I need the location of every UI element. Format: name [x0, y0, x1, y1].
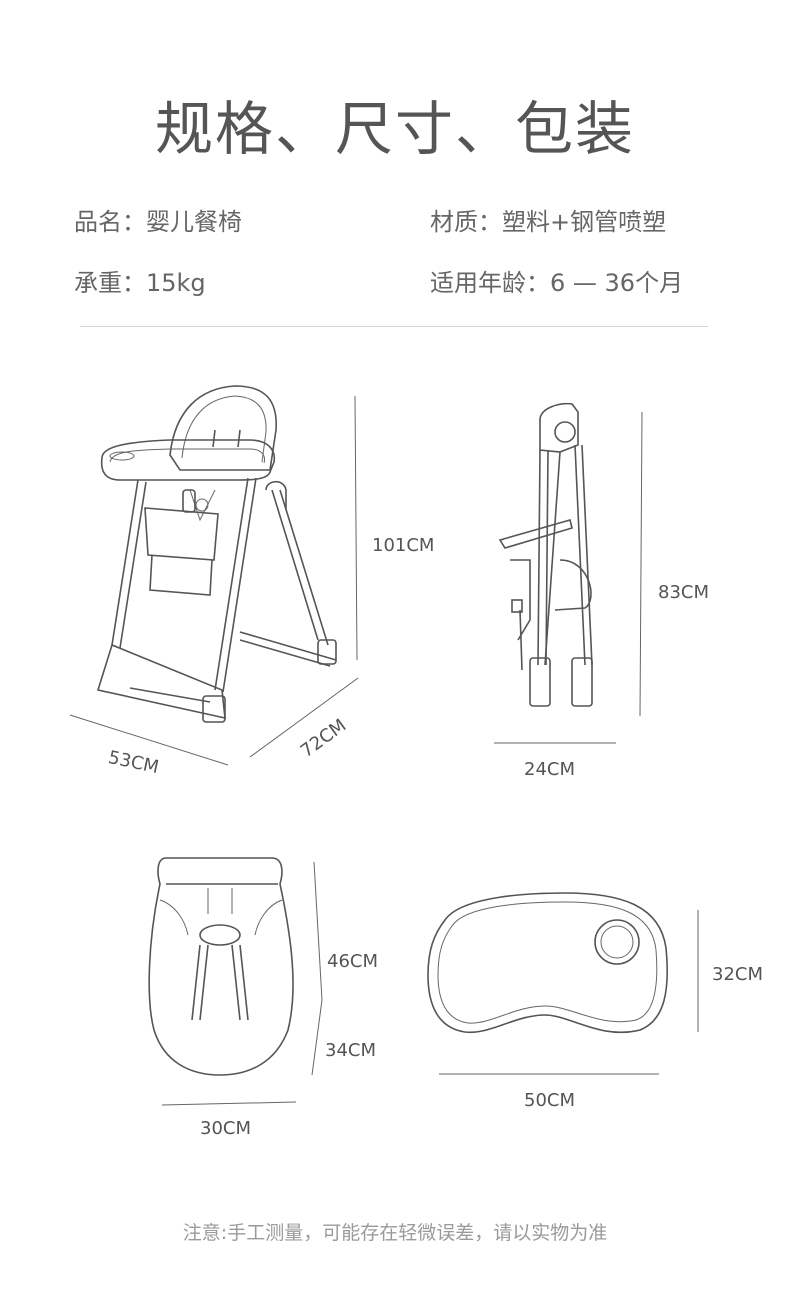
folded-chair-drawing — [494, 402, 643, 744]
dim-tray-depth: 32CM — [712, 964, 764, 985]
dim-seat-width: 30CM — [200, 1118, 252, 1139]
seat-drawing — [148, 857, 323, 1106]
high-chair-drawing — [69, 385, 359, 766]
spec-product-name: 品名：婴儿餐椅 — [74, 208, 242, 236]
dim-folded-height: 83CM — [658, 582, 710, 603]
spec-age: 适用年龄：6 — 36个月 — [430, 269, 684, 297]
divider — [80, 326, 708, 327]
measurement-note: 注意:手工测量，可能存在轻微误差，请以实物为准 — [182, 1222, 608, 1244]
spec-material: 材质：塑料+钢管喷塑 — [430, 208, 667, 236]
spec-load: 承重：15kg — [74, 269, 206, 297]
page-title: 规格、尺寸、包装 — [154, 95, 635, 163]
dim-seat-base: 34CM — [325, 1040, 377, 1061]
tray-drawing — [427, 892, 699, 1075]
dim-tray-width: 50CM — [524, 1090, 576, 1111]
dim-chair-height: 101CM — [372, 535, 435, 556]
dim-seat-back: 46CM — [327, 951, 379, 972]
dim-folded-width: 24CM — [524, 759, 576, 780]
